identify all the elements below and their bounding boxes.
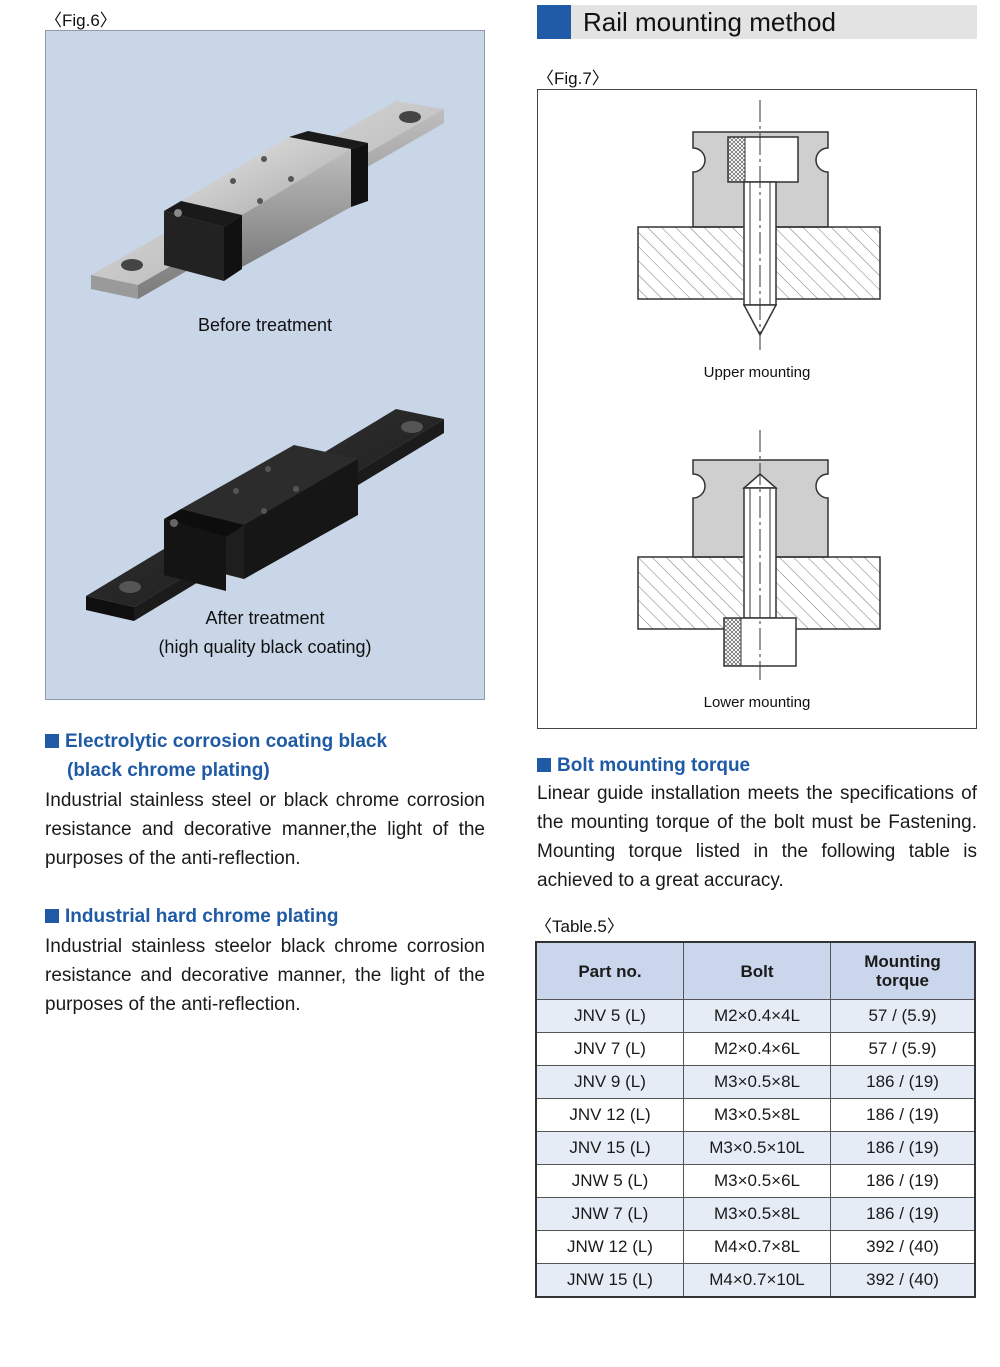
cell-torque: 57 / (5.9) [830,999,976,1033]
cell-bolt: M2×0.4×6L [683,1032,831,1066]
caption-after-treatment-detail: (high quality black coating) [158,637,372,657]
square-bullet-icon [45,909,59,923]
square-bullet-icon [537,758,551,772]
cell-part: JNV 15 (L) [535,1131,684,1165]
cell-torque: 186 / (19) [830,1131,976,1165]
black-guide [86,409,444,621]
cell-part: JNW 12 (L) [535,1230,684,1264]
lower-mounting-diagram [637,430,881,680]
cell-torque: 186 / (19) [830,1098,976,1132]
header-torque-line2: torque [876,971,929,990]
square-bullet-icon [45,734,59,748]
torque-heading: Bolt mounting torque [537,751,750,780]
hard-chrome-heading-text: Industrial hard chrome plating [65,906,339,927]
cell-part: JNV 5 (L) [535,999,684,1033]
cell-bolt: M4×0.7×8L [683,1230,831,1264]
mounting-diagrams [637,100,881,680]
cell-bolt: M3×0.5×10L [683,1131,831,1165]
header-part-no: Part no. [535,941,684,1000]
cell-torque: 57 / (5.9) [830,1032,976,1066]
upper-mounting-diagram [637,100,881,350]
cell-torque: 392 / (40) [830,1230,976,1264]
header-square-icon [537,5,571,39]
coating-heading-sub: (black chrome plating) [67,760,270,781]
cell-part: JNW 15 (L) [535,1263,684,1298]
table5-label: 〈Table.5〉 [535,917,624,936]
cell-bolt: M3×0.5×8L [683,1065,831,1099]
fig6-panel: Before treatment After treatment (high q… [45,30,485,700]
caption-before-treatment: Before treatment [197,315,333,335]
header-bolt: Bolt [683,941,831,1000]
lower-mounting-caption: Lower mounting [703,694,811,711]
rail-mounting-title: Rail mounting method [583,7,836,37]
cell-bolt: M3×0.5×8L [683,1197,831,1231]
cell-part: JNV 7 (L) [535,1032,684,1066]
cell-part: JNW 5 (L) [535,1164,684,1198]
cell-bolt: M3×0.5×6L [683,1164,831,1198]
coating-heading-text: Electrolytic corrosion coating black [65,731,388,752]
cell-bolt: M2×0.4×4L [683,999,831,1033]
cell-part: JNW 7 (L) [535,1197,684,1231]
header-mounting-torque: Mounting torque [830,941,976,1000]
cell-bolt: M3×0.5×8L [683,1098,831,1132]
hard-chrome-body: Industrial stainless steelor black chrom… [45,936,485,1015]
fig7-label: 〈Fig.7〉 [537,69,609,88]
upper-mounting-caption: Upper mounting [703,364,811,381]
torque-heading-text: Bolt mounting torque [557,755,751,776]
rail-mounting-header: Rail mounting method [537,5,977,39]
linear-guide-images [86,101,444,621]
cell-bolt: M4×0.7×10L [683,1263,831,1298]
cell-part: JNV 12 (L) [535,1098,684,1132]
header-torque-line1: Mounting [864,952,941,971]
bolt-torque-table: Part no. Bolt Mounting torque JNV 5 (L)M… [535,941,976,1298]
steel-guide [91,101,444,299]
caption-after-treatment: After treatment [205,608,325,628]
cell-torque: 392 / (40) [830,1263,976,1298]
cell-torque: 186 / (19) [830,1197,976,1231]
cell-torque: 186 / (19) [830,1164,976,1198]
coating-heading: Electrolytic corrosion coating black [45,727,387,756]
cell-part: JNV 9 (L) [535,1065,684,1099]
coating-body: Industrial stainless steel or black chro… [45,790,485,869]
torque-body: Linear guide installation meets the spec… [537,783,977,891]
fig7-panel: Upper mounting Lower mounting [537,89,977,729]
table-header-row: Part no. Bolt Mounting torque [535,941,976,1000]
fig6-label: 〈Fig.6〉 [45,11,117,30]
hard-chrome-heading: Industrial hard chrome plating [45,902,338,931]
cell-torque: 186 / (19) [830,1065,976,1099]
